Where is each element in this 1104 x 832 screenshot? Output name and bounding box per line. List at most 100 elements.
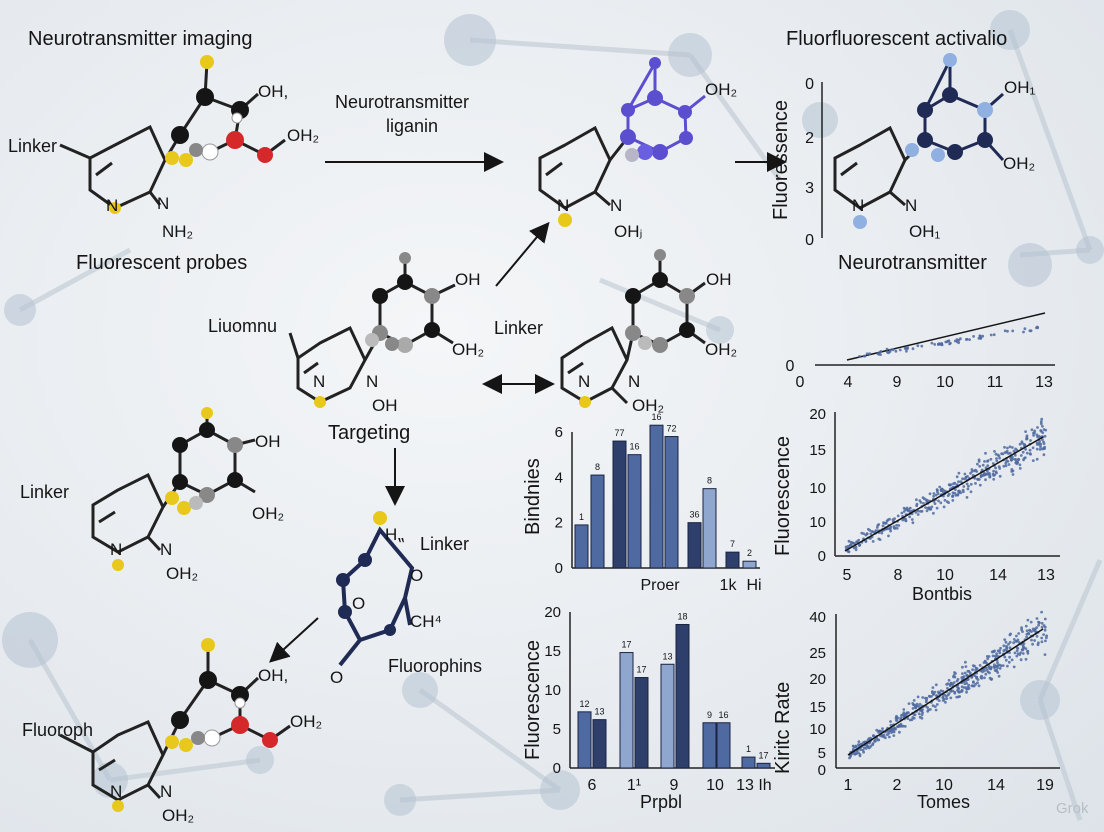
scatter-point [937,699,941,702]
scatter-point [1035,447,1039,451]
scatter-point [1031,459,1035,462]
atom-hs-g: H⹂ [385,525,405,544]
scatter-point [963,472,967,476]
scatter-point [1030,638,1033,642]
chart1-xtick: 13 [1035,374,1053,391]
scatter-point [867,527,870,531]
scatter-point [947,692,951,695]
chart4-ytick: 0 [818,548,826,565]
scatter-point [984,672,988,676]
scatter-point [995,669,999,672]
chart4-xtick: 8 [894,567,903,584]
scatter-point [916,695,920,699]
scatter-point [904,519,908,523]
scatter-point [1011,473,1015,476]
scatter-point [904,712,908,716]
chart5-ytick: 25 [809,645,826,662]
scatter-point [1002,464,1006,468]
scatter-point [1021,646,1025,650]
scatter-point [988,475,992,479]
atom-oh-a1: OH, [258,82,289,101]
watermark-grok: Grok [1056,800,1089,817]
scatter-point [957,480,960,484]
chart3-ytick: 0 [553,760,561,777]
scatter-point [981,463,985,467]
scatter-point [953,671,956,674]
scatter-point [1043,447,1046,450]
molecule-center-right-atoms [579,249,695,408]
scatter-point [1042,633,1045,636]
strip-point [964,338,968,341]
chart2-ylabel: Bindnies [522,458,544,535]
scatter-point [963,671,967,675]
strip-point [930,341,934,345]
scatter-point [986,460,989,463]
chart3-ytick: 5 [553,721,561,738]
scatter-point [959,480,963,484]
scatter-point [967,683,971,687]
scatter-point [857,538,861,542]
strip-point [989,333,993,337]
atom-ch-g: CH⁴ [410,612,442,631]
arrow-down-left [269,617,319,663]
atom-oh-e: OH [706,270,732,289]
scatter-point [906,717,910,720]
chart3-xlabel: Prpbl [640,792,683,812]
scatter-point [878,538,882,541]
scatter-point [989,457,993,461]
scatter-point [988,671,991,675]
scatter-point [976,681,979,685]
atom-oh1-c2: OH₁ [909,222,941,241]
chart4-xtick: 10 [936,567,954,584]
scatter-point [952,681,956,684]
scatter-point [998,667,1002,670]
chart3-ytick: 15 [544,643,561,660]
chart3-xtick: 13 [736,777,754,794]
scatter-point [1013,651,1017,655]
scatter-point [848,756,851,760]
scatter-point [958,695,961,698]
scatter-point [925,696,929,700]
scatter-point [961,477,964,481]
chart0-ytick: 0 [805,232,814,249]
scatter-point [1038,448,1042,451]
scatter-point [1024,448,1027,451]
scatter-point [1044,639,1047,643]
chart3-ytick: 10 [544,682,561,699]
atom-n-d: N [366,372,379,391]
scatter-point [877,729,880,733]
scatter-point [999,646,1002,650]
scatter-point [994,466,997,470]
scatter-point [1014,461,1018,465]
scatter-point [1045,636,1048,640]
scatter-point [1023,456,1027,459]
scatter-point [1032,434,1035,437]
scatter-point [1005,459,1008,463]
scatter-point [896,514,900,518]
chart2-ytick: 4 [555,469,563,486]
atom-o-g3: O [330,668,344,687]
scatter-point [915,502,919,506]
scatter-point [912,699,916,702]
chart0-ytick: 0 [805,76,814,93]
scatter-point [941,689,945,693]
bar [577,711,592,769]
chart5-xtick: 1 [844,777,853,794]
chart2-ytick: 2 [555,515,563,532]
chart4-xtick: 5 [843,567,852,584]
scatter-point [967,484,970,488]
scatter-point [996,661,999,665]
scatter-point [1013,458,1017,461]
scatter-point [897,524,901,527]
scatter-point [873,738,877,742]
scatter-point [935,703,939,706]
scatter-point [871,540,875,543]
scatter-point [1018,463,1022,467]
scatter-point [964,686,968,689]
scatter-point [992,469,995,473]
scatter-point [957,471,961,475]
